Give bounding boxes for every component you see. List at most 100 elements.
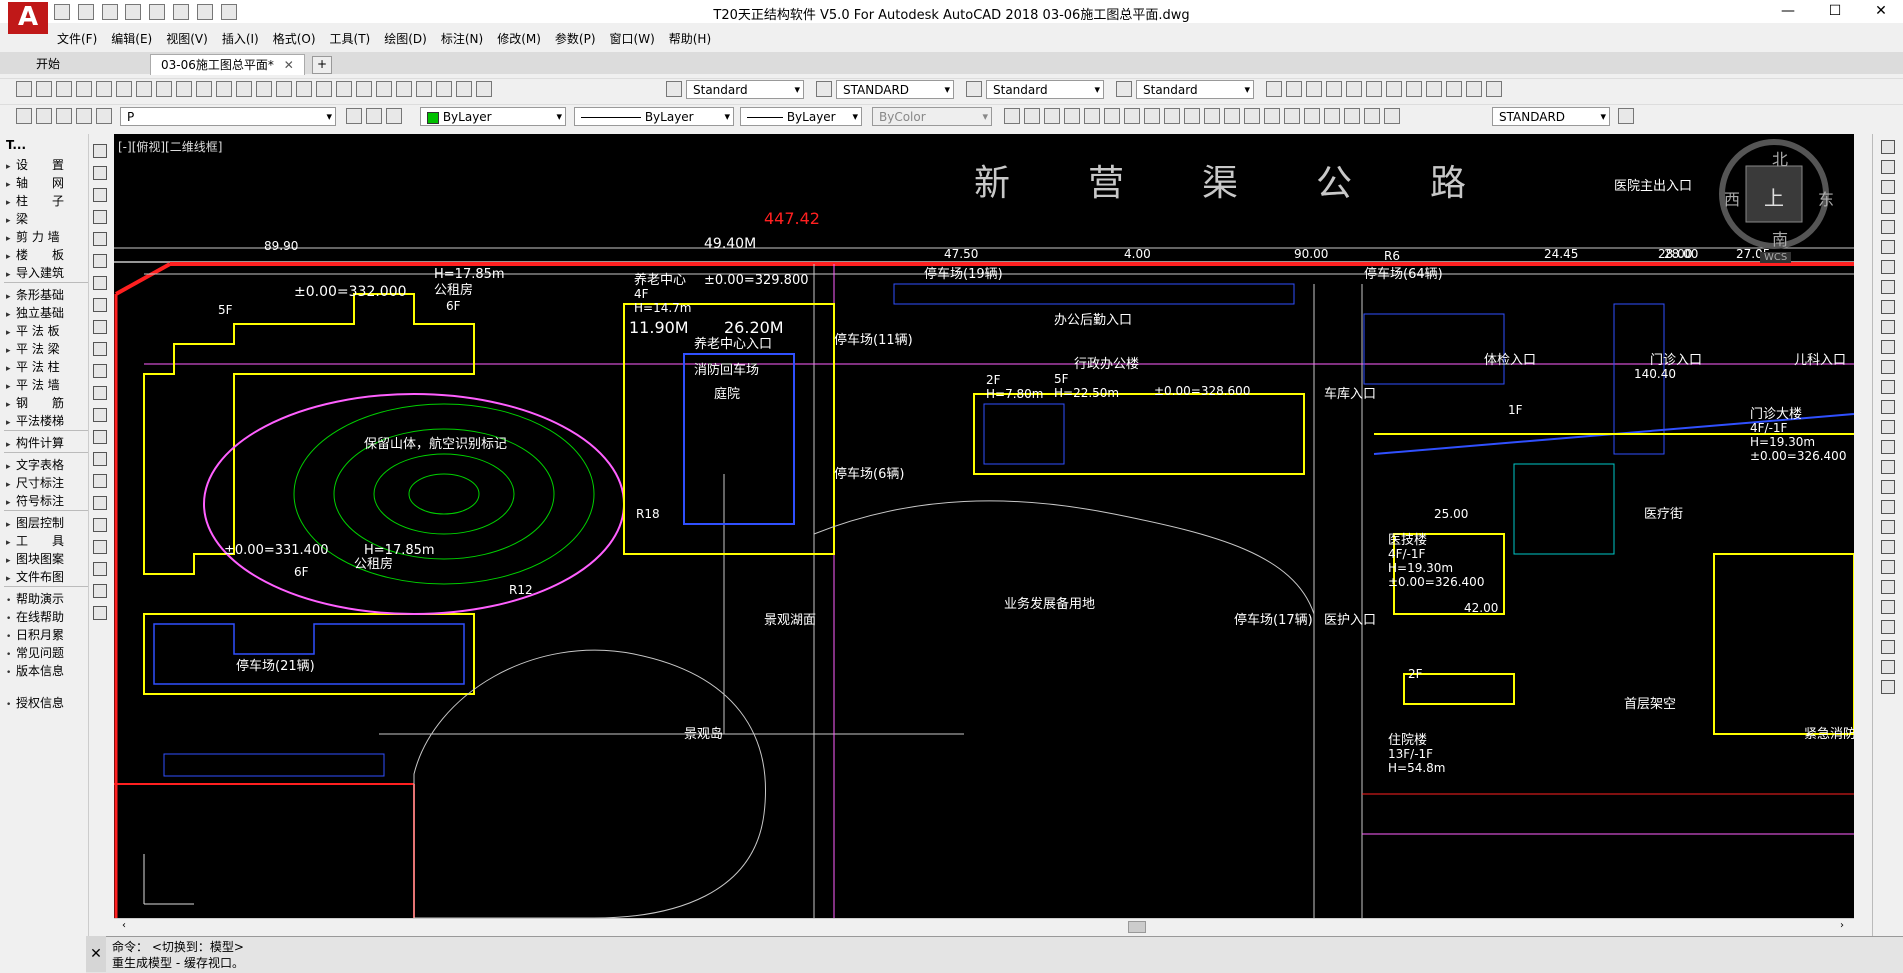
cad-text-label[interactable]: 体检入口 bbox=[1484, 353, 1536, 368]
cut-icon[interactable] bbox=[156, 81, 172, 97]
tolerance-icon[interactable] bbox=[1264, 108, 1280, 124]
cad-text-label[interactable]: 2F bbox=[986, 373, 1001, 387]
menu-item-6[interactable]: 绘图(D) bbox=[384, 32, 427, 46]
modify-tool-icon[interactable] bbox=[1881, 220, 1895, 234]
list-icon[interactable] bbox=[1486, 81, 1502, 97]
publish-icon[interactable] bbox=[116, 81, 132, 97]
viewcube-wcs[interactable]: WCS bbox=[1760, 252, 1792, 263]
cad-text-label[interactable]: ±0.00=329.800 bbox=[704, 273, 809, 288]
cad-text-label[interactable]: R12 bbox=[509, 583, 533, 597]
cad-text-label[interactable]: 11.90M bbox=[629, 318, 689, 337]
cad-text-label[interactable]: 47.50 bbox=[944, 247, 978, 261]
menu-item-7[interactable]: 标注(N) bbox=[440, 32, 484, 46]
screen-menu-item-26[interactable]: •常见问题 bbox=[6, 646, 106, 662]
screen-menu-item-17[interactable]: ▸尺寸标注 bbox=[6, 476, 106, 492]
export-table-icon[interactable] bbox=[1466, 81, 1482, 97]
find-icon[interactable] bbox=[1306, 81, 1322, 97]
cad-text-label[interactable]: 4F/-1F bbox=[1388, 547, 1426, 561]
draw-tool-icon[interactable] bbox=[93, 254, 107, 268]
cad-text-label[interactable]: 庭院 bbox=[714, 386, 740, 402]
text-style-icon[interactable] bbox=[666, 81, 682, 97]
viewcube-top[interactable]: 上 bbox=[1764, 186, 1784, 210]
pan-icon[interactable] bbox=[296, 81, 312, 97]
scroll-left-icon[interactable]: ‹ bbox=[122, 920, 126, 931]
draw-tool-icon[interactable] bbox=[93, 562, 107, 576]
modify-tool-icon[interactable] bbox=[1881, 380, 1895, 394]
cad-text-label[interactable]: 2F bbox=[1408, 667, 1423, 681]
design-center-icon[interactable] bbox=[396, 81, 412, 97]
copy-icon[interactable] bbox=[176, 81, 192, 97]
layer-state-icon[interactable] bbox=[386, 108, 402, 124]
dim-space-icon[interactable] bbox=[1224, 108, 1240, 124]
screen-menu-item-27[interactable]: •版本信息 bbox=[6, 664, 106, 680]
layer-color-icon[interactable] bbox=[96, 108, 112, 124]
screen-menu-item-7[interactable]: ▸条形基础 bbox=[6, 288, 106, 304]
cad-text-label[interactable]: H=54.8m bbox=[1388, 761, 1446, 775]
baseline-icon[interactable] bbox=[1184, 108, 1200, 124]
screen-menu-item-0[interactable]: ▸设 置 bbox=[6, 158, 106, 174]
zoom-realtime-icon[interactable] bbox=[316, 81, 332, 97]
cad-text-label[interactable]: H=14.7m bbox=[634, 301, 692, 315]
screen-menu-item-16[interactable]: ▸文字表格 bbox=[6, 458, 106, 474]
match-properties-icon[interactable] bbox=[236, 81, 252, 97]
screen-menu-item-3[interactable]: ▸梁 bbox=[6, 212, 106, 228]
tab-close-icon[interactable]: ✕ bbox=[283, 58, 294, 72]
lineweight-select[interactable]: ByLayer bbox=[740, 107, 862, 126]
cad-text-label[interactable]: 447.42 bbox=[764, 209, 820, 228]
cad-text-label[interactable]: H=19.30m bbox=[1388, 561, 1453, 575]
cad-text-label[interactable]: 停车场(11辆) bbox=[834, 332, 913, 348]
cad-text-label[interactable]: 保留山体，航空识别标记 bbox=[364, 436, 507, 452]
screen-menu-item-11[interactable]: ▸平 法 柱 bbox=[6, 360, 106, 376]
draw-tool-icon[interactable] bbox=[93, 408, 107, 422]
viewcube-east[interactable]: 东 bbox=[1818, 190, 1835, 209]
cad-text-label[interactable]: 门诊大楼 bbox=[1750, 407, 1802, 422]
draw-tool-icon[interactable] bbox=[93, 518, 107, 532]
properties-icon[interactable] bbox=[376, 81, 392, 97]
viewcube-south[interactable]: 南 bbox=[1772, 230, 1789, 249]
screen-menu-item-15[interactable]: ▸构件计算 bbox=[6, 436, 106, 452]
preview-icon[interactable] bbox=[96, 81, 112, 97]
modify-tool-icon[interactable] bbox=[1881, 360, 1895, 374]
dim-style-icon[interactable] bbox=[816, 81, 832, 97]
plot-icon[interactable] bbox=[76, 81, 92, 97]
modify-tool-icon[interactable] bbox=[1881, 580, 1895, 594]
redo-icon[interactable] bbox=[196, 4, 213, 20]
cad-text-label[interactable]: 4F/-1F bbox=[1750, 421, 1788, 435]
draw-tool-icon[interactable] bbox=[93, 496, 107, 510]
aligned-dim-icon[interactable] bbox=[1024, 108, 1040, 124]
cad-text-label[interactable]: H=17.85m bbox=[364, 543, 435, 558]
draw-tool-icon[interactable] bbox=[93, 386, 107, 400]
dim-edit-icon[interactable] bbox=[1344, 108, 1360, 124]
application-menu-button[interactable]: A bbox=[8, 2, 48, 34]
linetype-select[interactable]: ByLayer bbox=[574, 107, 734, 126]
jogged-linear-icon[interactable] bbox=[1324, 108, 1340, 124]
cad-text-label[interactable]: 公租房 bbox=[354, 556, 393, 572]
cad-text-label[interactable]: 办公后勤入口 bbox=[1054, 313, 1132, 328]
cad-text-label[interactable]: 停车场(64辆) bbox=[1364, 266, 1443, 282]
dim-style-manager-icon[interactable] bbox=[1618, 108, 1634, 124]
modify-tool-icon[interactable] bbox=[1881, 680, 1895, 694]
dim-style-select-2[interactable]: STANDARD bbox=[1492, 107, 1610, 126]
cad-text-label[interactable]: 养老中心 bbox=[634, 272, 686, 288]
draw-tool-icon[interactable] bbox=[93, 474, 107, 488]
center-mark-icon[interactable] bbox=[1284, 108, 1300, 124]
paste-block-icon[interactable] bbox=[216, 81, 232, 97]
cad-text-label[interactable]: 5F bbox=[218, 303, 233, 317]
cad-text-label[interactable]: 停车场(17辆) bbox=[1234, 612, 1313, 628]
cad-text-label[interactable]: 业务发展备用地 bbox=[1004, 596, 1095, 612]
jogged-icon[interactable] bbox=[1104, 108, 1120, 124]
draw-tool-icon[interactable] bbox=[93, 320, 107, 334]
tool-palettes-icon[interactable] bbox=[416, 81, 432, 97]
save-icon[interactable] bbox=[101, 4, 118, 20]
modify-tool-icon[interactable] bbox=[1881, 180, 1895, 194]
menu-item-11[interactable]: 帮助(H) bbox=[668, 32, 712, 46]
dim-text-edit-icon[interactable] bbox=[1364, 108, 1380, 124]
cad-text-label[interactable]: ±0.00=328.600 bbox=[1154, 384, 1250, 398]
modify-tool-icon[interactable] bbox=[1881, 600, 1895, 614]
command-close-icon[interactable]: ✕ bbox=[86, 936, 106, 972]
cad-text-label[interactable]: ±0.00=326.400 bbox=[1750, 449, 1846, 463]
modify-tool-icon[interactable] bbox=[1881, 280, 1895, 294]
table-style-select[interactable]: Standard bbox=[986, 80, 1104, 99]
viewcube-north[interactable]: 北 bbox=[1772, 150, 1789, 169]
modify-tool-icon[interactable] bbox=[1881, 500, 1895, 514]
